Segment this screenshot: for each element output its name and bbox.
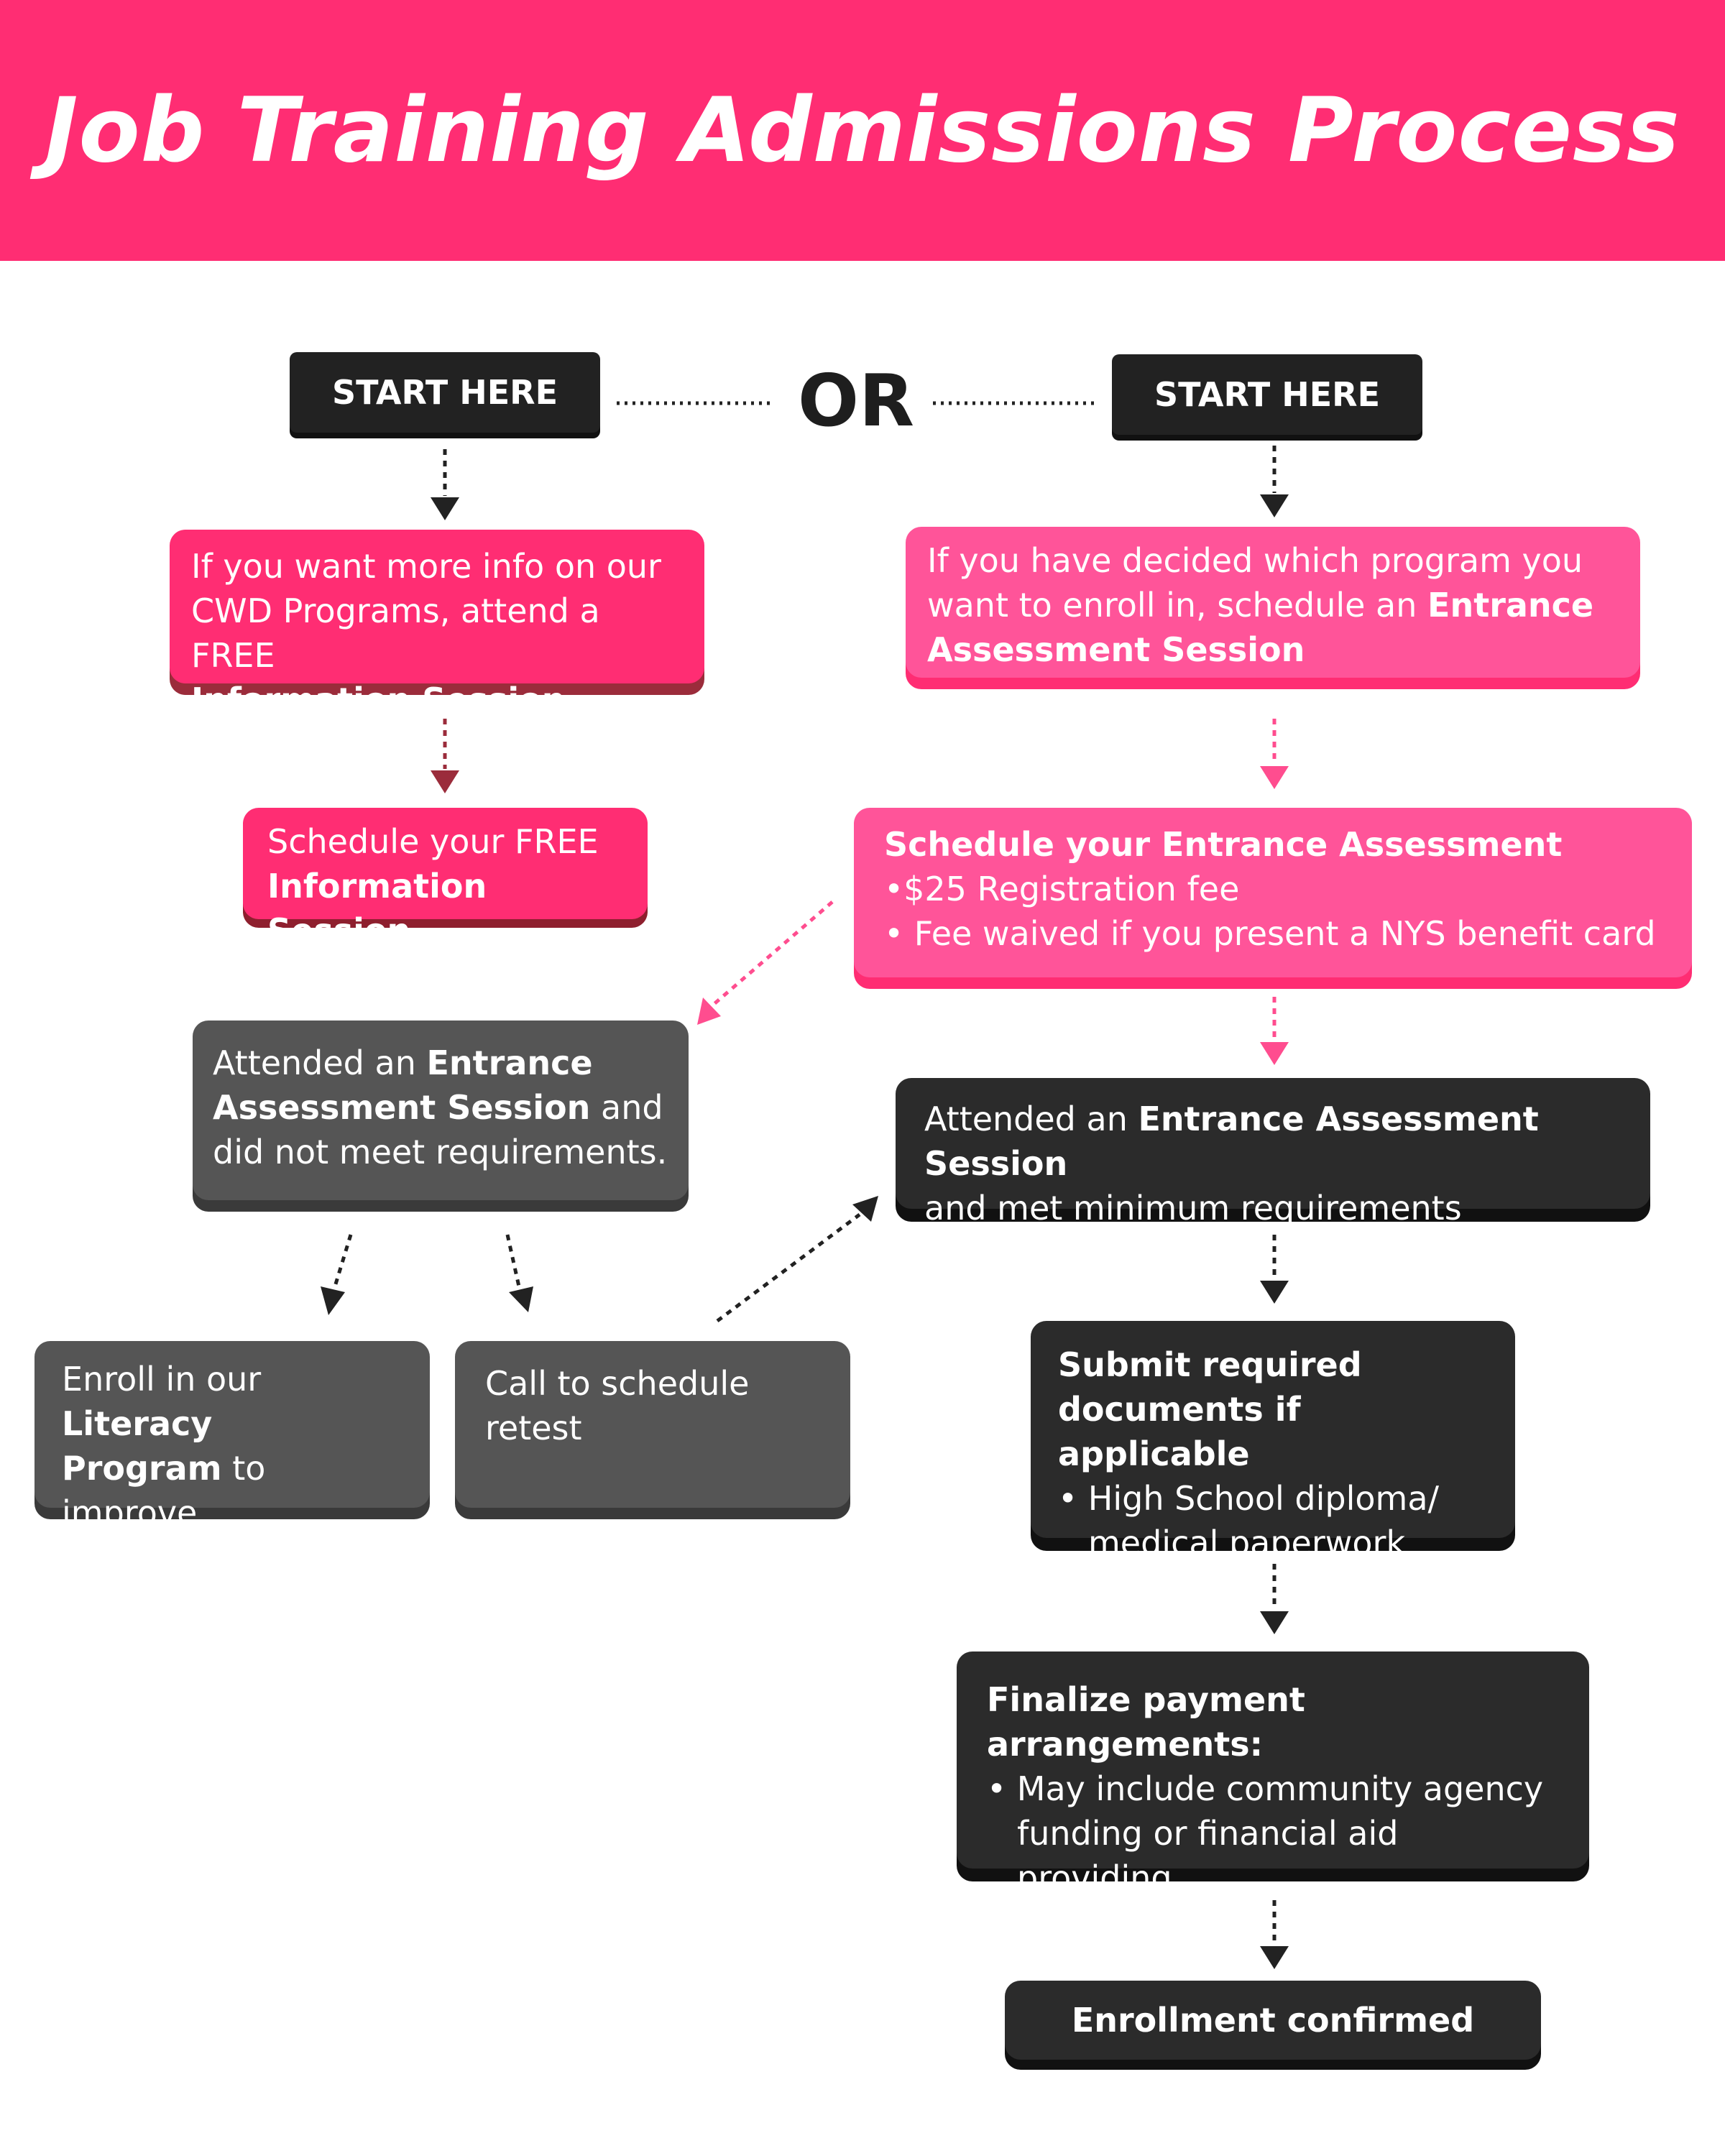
enrollment-confirmed-box: Enrollment confirmed [1005,1981,1541,2060]
literacy-line2-post: to improve [62,1449,266,1532]
arrowhead-start-right [1260,494,1289,517]
submit-documents-box: Submit required documents if applicable … [1031,1321,1515,1562]
arrowhead-decided-to-schedule [1260,766,1289,789]
literacy-line1-bold: Literacy [62,1404,213,1443]
payment-arrangements-box: Finalize payment arrangements: • May inc… [957,1651,1589,1942]
met-line1-pre: Attended an [924,1100,1138,1138]
not-met-line2-bold: Assessment Session [213,1088,591,1127]
retest-line2: retest [485,1409,582,1447]
arrowhead-schedule-to-not-met [697,998,721,1025]
or-label: OR [798,359,915,443]
page-title: Job Training Admissions Process [45,78,1680,183]
retest-line1: Call to schedule [485,1364,750,1403]
schedule-info-line2: Information Session [267,867,487,950]
start-here-left: START HERE [290,352,600,433]
met-requirements-box: Attended an Entrance Assessment Session … [896,1078,1650,1227]
schedule-assessment-bullet2: • Fee waived if you present a NYS benefi… [884,914,1656,953]
documents-heading1: Submit required [1058,1345,1362,1384]
met-line1-bold: Entrance Assessment Session [924,1100,1539,1183]
arrow-retest-to-met [716,1212,861,1323]
arrowhead-payment-to-confirmed [1260,1946,1289,1969]
payment-bullet1: • May include community agency [987,1769,1544,1808]
arrow-not-met-to-retest [505,1234,521,1287]
literacy-program-box: Enroll in our Literacy Program to improv… [34,1341,430,1577]
arrowhead-not-met-to-retest [509,1286,533,1312]
arrowhead-documents-to-payment [1260,1611,1289,1634]
payment-heading: Finalize payment arrangements: [987,1680,1305,1764]
not-met-line1-bold: Entrance [426,1044,593,1082]
decided-program-box: If you have decided which program you wa… [906,527,1640,678]
documents-bullet1-cont: medical paperwork [1088,1524,1406,1562]
arrowhead-retest-to-met [852,1196,878,1222]
schedule-info-line1: Schedule your FREE [267,822,599,861]
schedule-assessment-bullet1: •$25 Registration fee [884,870,1240,908]
info-session-line1: If you want more info on our [191,547,661,586]
enrollment-confirmed-label: Enrollment confirmed [1071,2001,1475,2040]
schedule-assessment-heading: Schedule your Entrance Assessment [884,825,1563,864]
arrowhead-schedule-to-met [1260,1042,1289,1065]
payment-bullet1-cont1: funding or financial aid providing [1017,1814,1399,1897]
not-met-requirements-box: Attended an Entrance Assessment Session … [193,1021,689,1200]
documents-heading2: documents if applicable [1058,1390,1301,1473]
info-session-box: If you want more info on our CWD Program… [170,530,704,719]
literacy-line1-pre: Enroll in our [62,1360,262,1399]
arrow-not-met-to-literacy [333,1234,353,1287]
decided-line3: Assessment Session [927,630,1305,669]
decided-line1: If you have decided which program you [927,541,1583,580]
documents-bullet1: • High School diploma/ [1058,1479,1440,1518]
schedule-retest-box: Call to schedule retest [455,1341,850,1508]
header-banner [0,0,1725,261]
literacy-line3: your scores [62,1538,253,1577]
not-met-line1-pre: Attended an [213,1044,427,1082]
not-met-line2-post: and [590,1088,663,1127]
arrowhead-start-left [431,497,459,520]
arrow-schedule-to-not-met [710,900,834,1008]
start-here-right: START HERE [1112,354,1422,435]
payment-bullet1-cont2: your program qualifies [1017,1903,1393,1942]
not-met-line3: did not meet requirements. [213,1133,668,1171]
literacy-line2-bold: Program [62,1449,222,1488]
info-session-line3: Information Session [191,681,566,719]
arrowhead-info-to-schedule [431,770,459,793]
schedule-assessment-box: Schedule your Entrance Assessment •$25 R… [854,808,1692,977]
decided-line2-pre: want to enroll in, schedule an [927,586,1428,625]
info-session-line2: CWD Programs, attend a FREE [191,591,600,675]
schedule-info-session-box: Schedule your FREE Information Session [243,808,648,950]
arrowhead-not-met-to-literacy [321,1286,345,1315]
decided-line2-bold: Entrance [1427,586,1594,625]
met-line2: and met minimum requirements [924,1189,1462,1227]
arrowhead-met-to-documents [1260,1281,1289,1304]
